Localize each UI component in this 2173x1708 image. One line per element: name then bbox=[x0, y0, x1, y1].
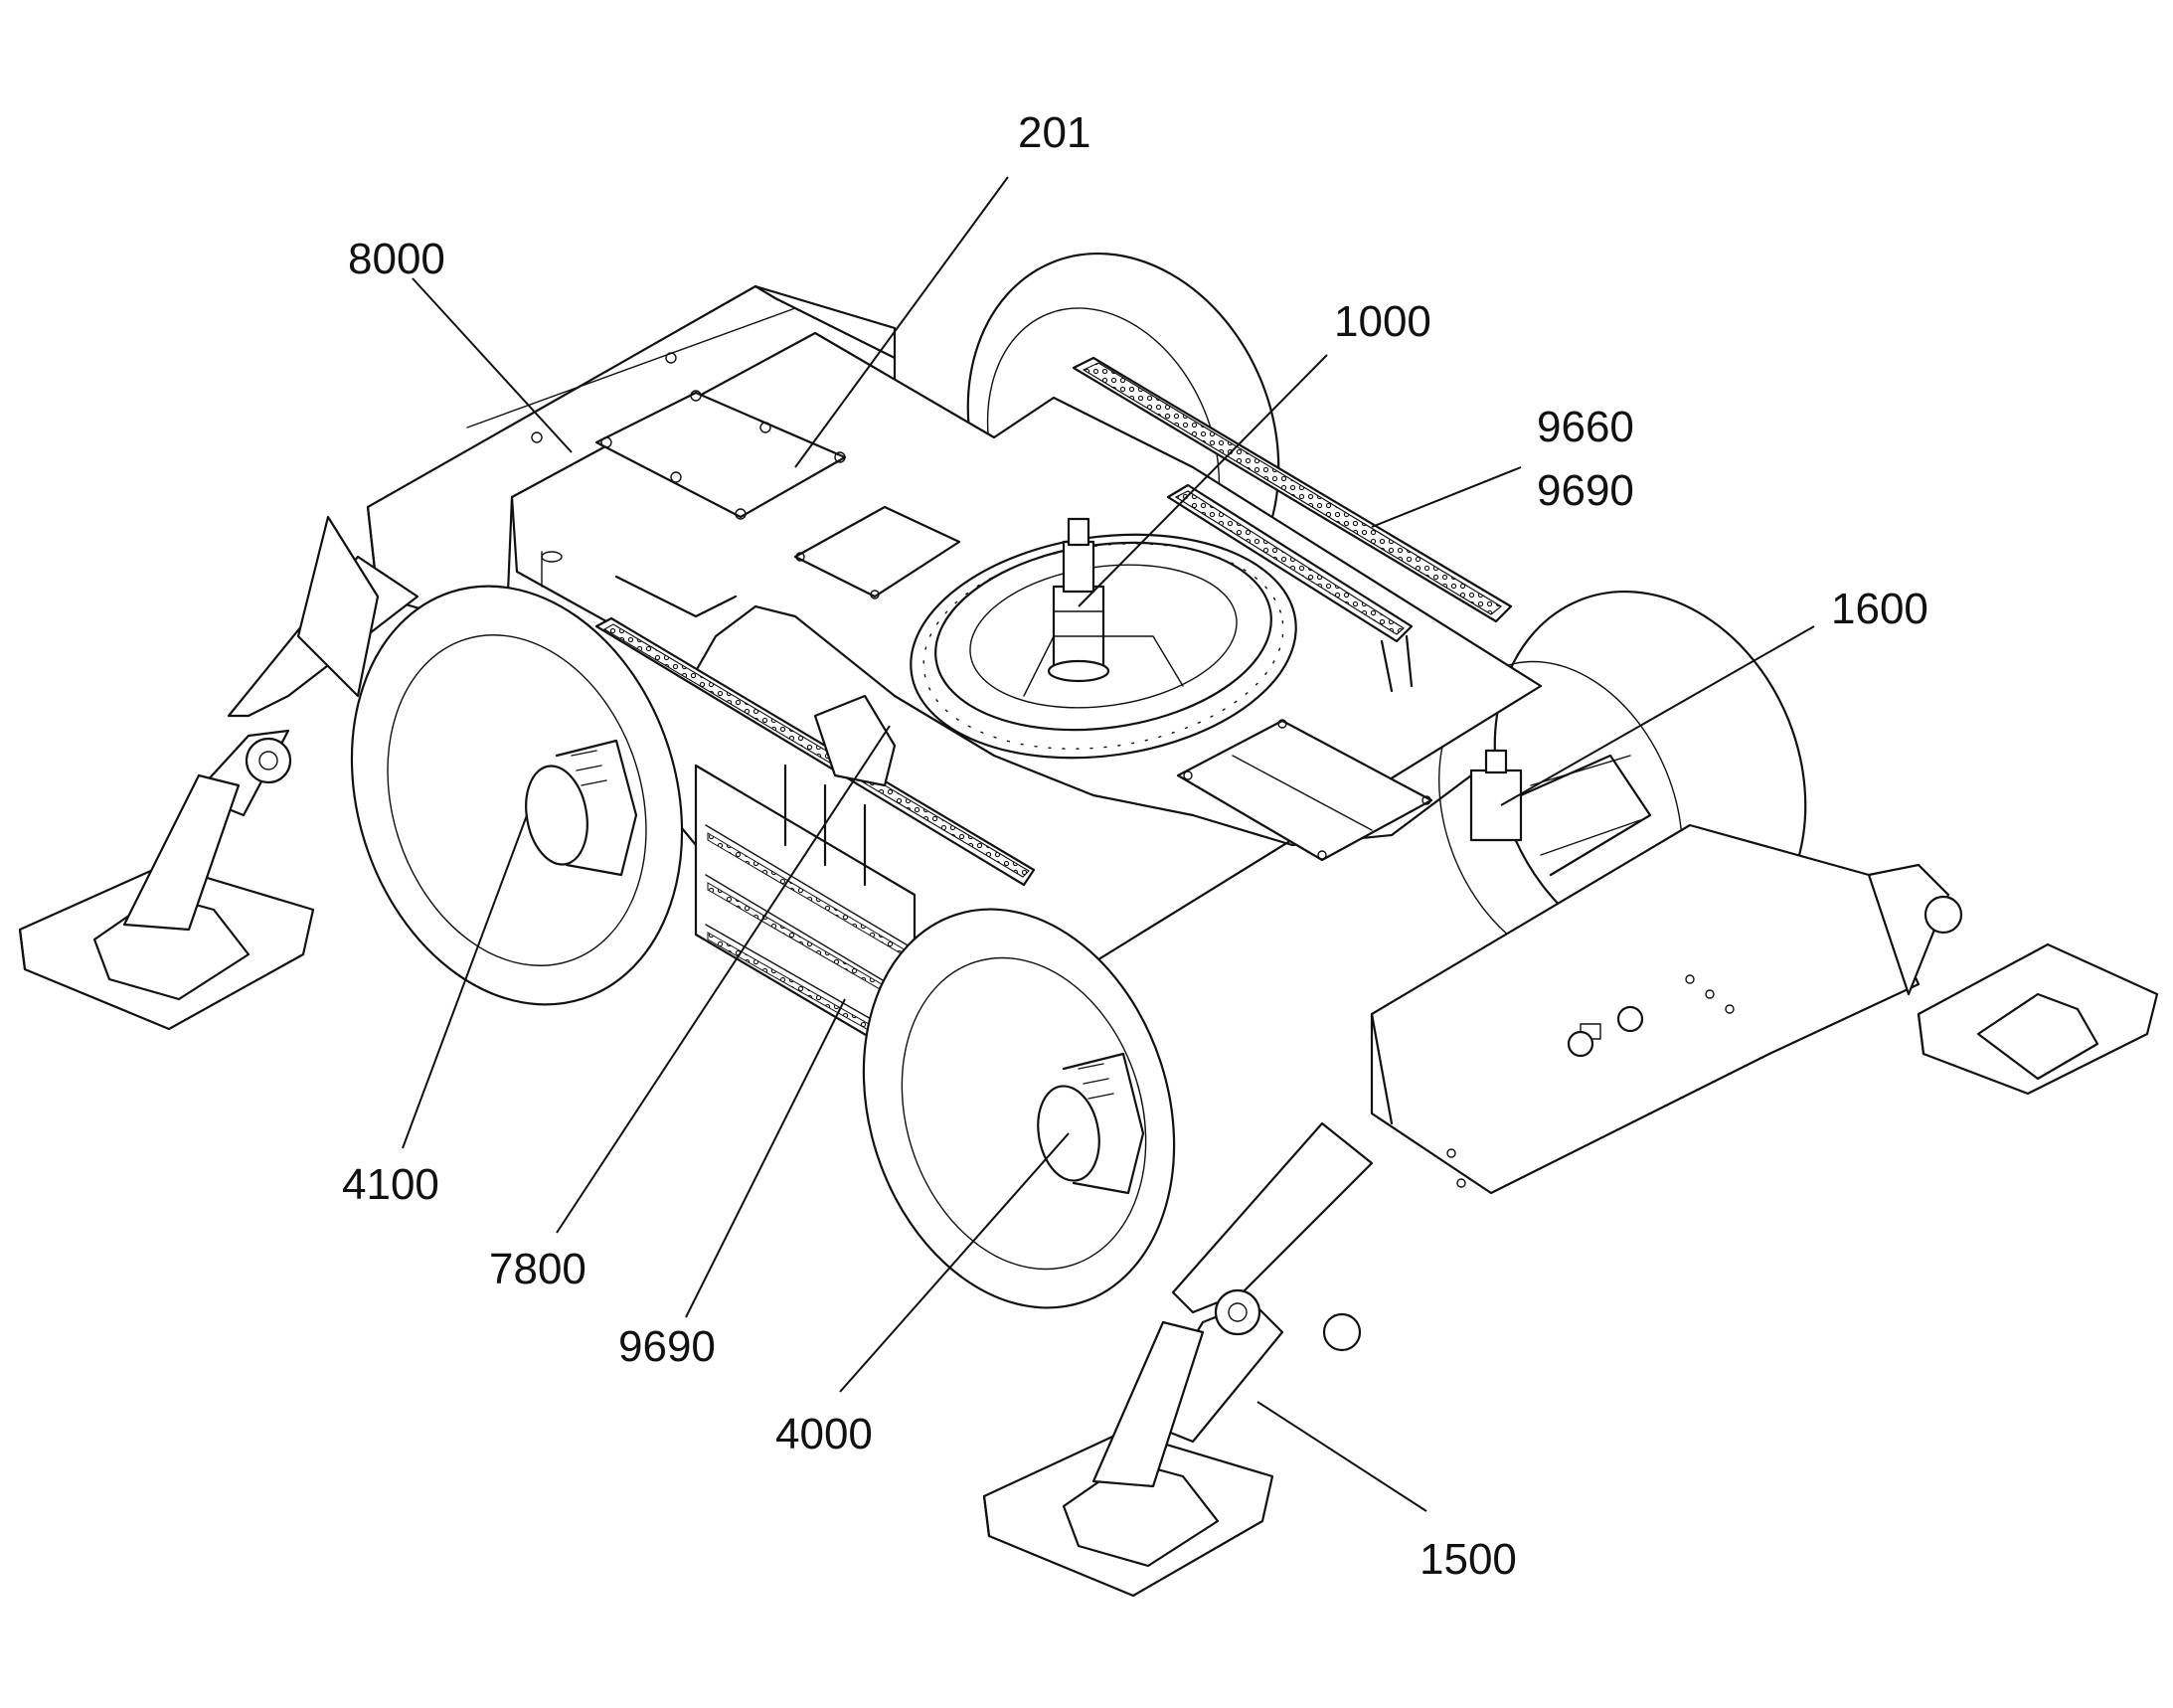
leader-1000 bbox=[1078, 354, 1328, 607]
label-8000: 8000 bbox=[348, 235, 445, 283]
side-box-7800 bbox=[813, 694, 897, 787]
right-outrigger-beam bbox=[1370, 823, 1921, 1195]
leader-lines bbox=[402, 176, 1815, 1512]
leader-9690-bottom bbox=[685, 998, 846, 1318]
leader-8000 bbox=[412, 277, 573, 453]
top-step-9660 bbox=[1072, 356, 1513, 693]
leader-1600 bbox=[1500, 625, 1815, 806]
left-rear-wheel-4100 bbox=[350, 585, 684, 1006]
label-4000: 4000 bbox=[775, 1410, 873, 1458]
label-9660: 9660 bbox=[1537, 403, 1634, 451]
top-cover-plate-201 bbox=[594, 390, 847, 520]
top-cover-plate-middle bbox=[793, 505, 961, 599]
side-steps-9690 bbox=[594, 616, 1036, 1066]
leader-201 bbox=[794, 176, 1009, 468]
left-front-wheel-4000 bbox=[862, 908, 1176, 1309]
label-201: 201 bbox=[1018, 108, 1090, 157]
label-1600: 1600 bbox=[1831, 585, 1928, 633]
leader-4000 bbox=[839, 1132, 1070, 1393]
label-9690-top: 9690 bbox=[1537, 466, 1634, 515]
leader-7800 bbox=[556, 725, 891, 1234]
label-1000: 1000 bbox=[1334, 297, 1431, 346]
kingpin-cylinder bbox=[1047, 517, 1110, 683]
leader-4100 bbox=[402, 814, 528, 1149]
leader-9660 bbox=[1371, 466, 1522, 528]
right-outrigger-leg-1500 bbox=[982, 1121, 1374, 1598]
right-rear-leg bbox=[1867, 863, 2159, 1096]
left-outrigger-leg bbox=[18, 515, 419, 1031]
cylinder-assembly-1600 bbox=[1469, 749, 1652, 877]
reference-numerals: 201 8000 1000 9660 9690 1600 4100 7800 9… bbox=[342, 108, 1928, 1584]
label-9690-bottom: 9690 bbox=[618, 1322, 716, 1371]
leader-1500 bbox=[1256, 1401, 1427, 1512]
top-cover-plate-front bbox=[1176, 719, 1433, 862]
label-1500: 1500 bbox=[1420, 1535, 1517, 1584]
label-7800: 7800 bbox=[489, 1245, 586, 1293]
label-4100: 4100 bbox=[342, 1160, 439, 1209]
